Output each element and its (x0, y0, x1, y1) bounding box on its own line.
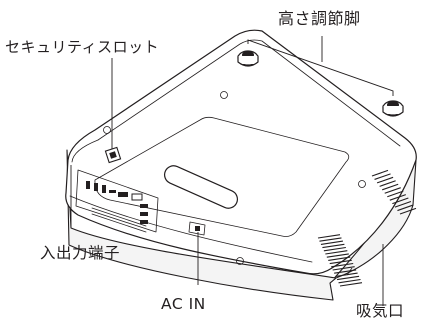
vent-slat (397, 204, 414, 212)
vent-slat (325, 250, 348, 255)
vent-slat (379, 180, 396, 187)
vent-slat (331, 262, 354, 268)
vent-slat (389, 194, 406, 201)
vent-slat (338, 278, 361, 284)
vent-slat (382, 183, 399, 191)
security-slot (104, 146, 122, 164)
vent-slat (329, 259, 352, 265)
adjustable-foot-left (237, 50, 259, 67)
vent-slat (384, 187, 401, 194)
vent-slat (374, 173, 391, 180)
leader-lines (70, 36, 394, 306)
label-air-intake: 吸気口 (356, 302, 404, 320)
adjustable-foot-right (382, 100, 404, 117)
label-adjustable-feet: 高さ調節脚 (278, 9, 361, 28)
vent-slat (335, 272, 358, 277)
vent-slat (392, 197, 409, 205)
vent-slat (320, 240, 344, 245)
vent-slat (336, 275, 360, 281)
carry-handle (163, 165, 239, 209)
vent-slat (332, 266, 355, 271)
ac-in-socket (188, 221, 206, 236)
vent-slat (317, 234, 341, 239)
vent-slat (326, 253, 349, 258)
vent-slat (328, 256, 351, 261)
projector-body (65, 29, 417, 301)
screws (103, 91, 366, 265)
vent-slat (394, 200, 412, 208)
vent-slat (334, 269, 357, 274)
air-intake-vents (317, 169, 417, 287)
label-security-slot: セキュリティスロット (5, 38, 159, 56)
vent-slat (371, 169, 389, 177)
vent-slat (399, 207, 417, 215)
vent-slat (339, 282, 363, 287)
vent-slat (319, 237, 342, 242)
vent-slat (376, 176, 394, 184)
io-terminal-panel (75, 169, 159, 233)
vent-slat (323, 246, 346, 252)
adjustable-feet (237, 50, 404, 117)
label-io-terminals: 入出力端子 (40, 244, 120, 262)
vent-slat (322, 243, 345, 249)
vent-slat (387, 190, 404, 198)
label-ac-in: AC IN (161, 295, 206, 313)
